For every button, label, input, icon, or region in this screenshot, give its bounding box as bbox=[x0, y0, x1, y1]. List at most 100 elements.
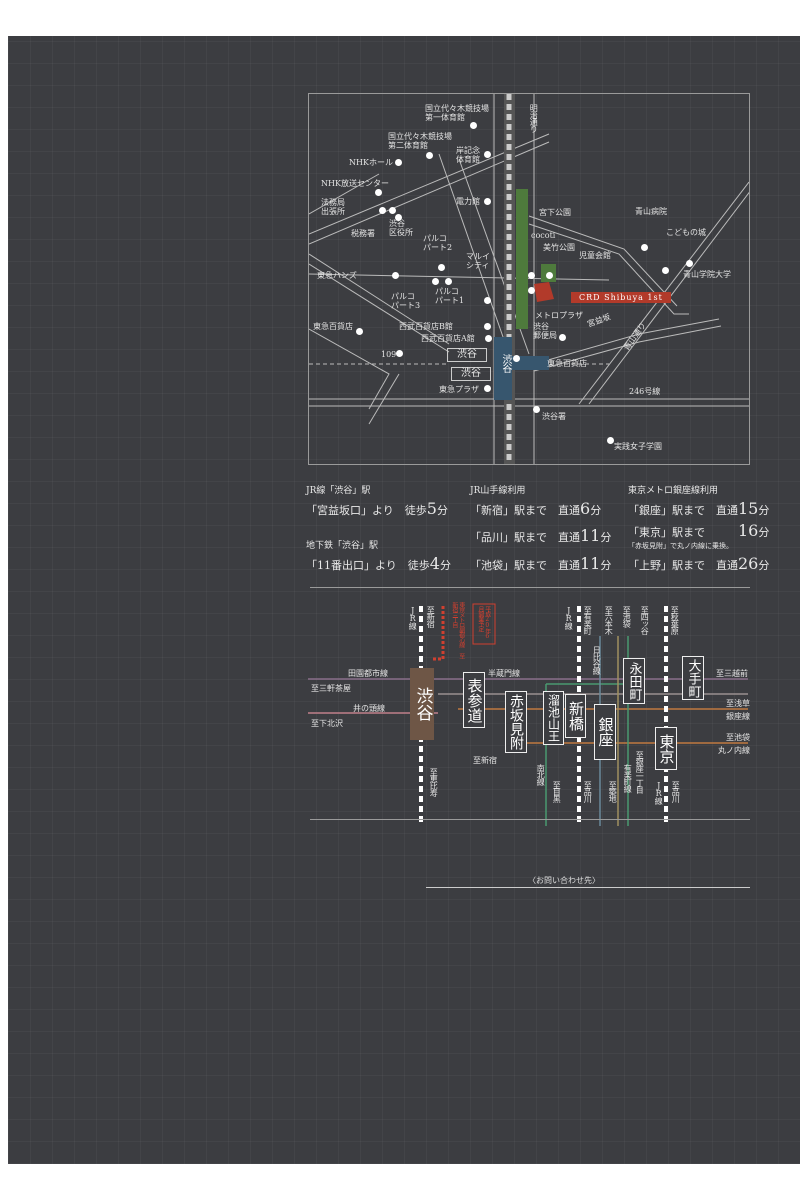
map-label: cocoti bbox=[531, 231, 556, 240]
map-label: パルコ パート3 bbox=[391, 292, 421, 311]
route-label: 至四ッ谷 bbox=[640, 606, 650, 634]
access-row: 「品川」駅まで 直通11分 bbox=[470, 526, 612, 545]
route-label: 至目黒 bbox=[552, 781, 562, 802]
access-row: 「宮益坂口」より 徒歩5分 bbox=[306, 499, 448, 518]
poi-marker-icon bbox=[533, 406, 540, 413]
map-roads bbox=[309, 94, 749, 464]
poi-marker-icon bbox=[395, 214, 402, 221]
poi-marker-icon bbox=[686, 260, 693, 267]
access-title: 東京メトロ銀座線利用 bbox=[628, 486, 719, 496]
route-label: 至池袋 bbox=[726, 733, 750, 742]
route-label: 至秋葉原 bbox=[670, 606, 680, 634]
route-label: 井の頭線 bbox=[353, 704, 385, 713]
route-label: 至六本木 bbox=[604, 606, 614, 634]
poi-marker-icon bbox=[484, 323, 491, 330]
contact-divider bbox=[426, 887, 750, 888]
route-label: 至新宿 bbox=[473, 756, 497, 765]
route-label: 銀座線 bbox=[726, 712, 750, 721]
station-omotesando: 表参道 bbox=[463, 672, 485, 728]
map-label: メトロプラザ bbox=[535, 311, 583, 320]
poi-marker-icon bbox=[513, 355, 520, 362]
route-label: 至恵比寿 bbox=[429, 768, 439, 796]
map-label: 246号線 bbox=[629, 387, 661, 396]
map-label: 岸記念 体育館 bbox=[456, 146, 480, 165]
map-label: 児童会館 bbox=[579, 251, 611, 260]
poi-marker-icon bbox=[470, 122, 477, 129]
station-tameike-sanno: 溜池山王 bbox=[543, 691, 564, 745]
access-note: 「赤坂見附」で丸ノ内線に乗換。 bbox=[628, 542, 733, 550]
map-label: 国立代々木競技場 第一体育館 bbox=[425, 104, 489, 123]
brochure-page: 国立代々木競技場 第一体育館 国立代々木競技場 第二体育館 NHKホール NHK… bbox=[8, 36, 800, 1164]
map-label: 東急プラザ bbox=[439, 385, 479, 394]
poi-marker-icon bbox=[389, 207, 396, 214]
poi-marker-icon bbox=[438, 264, 445, 271]
map-label: マルイ シティ bbox=[466, 252, 490, 271]
access-row: 「銀座」駅まで 直通15分 bbox=[628, 499, 770, 518]
access-row: 「上野」駅まで 直通26分 bbox=[628, 554, 770, 573]
route-label: 至品川 bbox=[583, 781, 593, 802]
poi-marker-icon bbox=[356, 328, 363, 335]
map-label: 西武百貨店B館 bbox=[399, 322, 453, 331]
station-shimbashi: 新橋 bbox=[565, 694, 586, 738]
map-label: 渋谷署 bbox=[542, 412, 566, 421]
access-title: JR線「渋谷」駅 bbox=[306, 486, 371, 496]
shibuya-station-label: 渋谷 bbox=[500, 354, 511, 372]
jr-shibuya-label: 渋谷 bbox=[447, 348, 487, 362]
poi-marker-icon bbox=[395, 159, 402, 166]
poi-marker-icon bbox=[432, 278, 439, 285]
map-label: 渋谷 郵便局 bbox=[533, 322, 557, 341]
route-label: 有楽町線 bbox=[623, 764, 633, 792]
access-title: 地下鉄「渋谷」駅 bbox=[306, 541, 379, 551]
poi-marker-icon bbox=[662, 267, 669, 274]
route-label: 至三軒茶屋 bbox=[311, 684, 351, 693]
route-map: 渋谷 表参道 赤坂見附 溜池山王 新橋 銀座 永田町 東京 大手町 JR線 至新… bbox=[308, 596, 758, 826]
map-label: 渋谷 区役所 bbox=[389, 219, 413, 238]
route-label: 田園都市線 bbox=[348, 669, 388, 678]
map-label: 税務署 bbox=[351, 229, 375, 238]
divider bbox=[310, 819, 750, 820]
poi-marker-icon bbox=[396, 350, 403, 357]
access-row: 「池袋」駅まで 直通11分 bbox=[470, 554, 612, 573]
access-row: 「新宿」駅まで 直通6分 bbox=[470, 499, 602, 518]
route-label: 平成20年6月開業予定 bbox=[476, 606, 491, 639]
poi-marker-icon bbox=[484, 385, 491, 392]
map-label: 法務局 出張所 bbox=[321, 198, 345, 217]
access-title: JR山手線利用 bbox=[470, 486, 526, 496]
route-label: 半蔵門線 bbox=[488, 669, 520, 678]
map-label: NHK放送センター bbox=[321, 179, 389, 188]
station-nagatacho: 永田町 bbox=[623, 658, 645, 704]
map-label: NHKホール bbox=[349, 158, 393, 167]
route-label: 日比谷線 bbox=[592, 646, 602, 674]
station-shibuya: 渋谷 bbox=[410, 668, 434, 740]
route-label: 至新宿 bbox=[426, 606, 436, 627]
poi-marker-icon bbox=[641, 244, 648, 251]
poi-marker-icon bbox=[528, 272, 535, 279]
route-label: JR線 bbox=[564, 606, 574, 629]
map-label: パルコ パート1 bbox=[435, 287, 465, 306]
contact-heading: 〈お問い合わせ先〉 bbox=[528, 876, 600, 885]
route-label: 南北線 bbox=[536, 764, 546, 785]
poi-marker-icon bbox=[484, 198, 491, 205]
station-akasaka-mitsuke: 赤坂見附 bbox=[505, 691, 527, 753]
map-label: 宮下公園 bbox=[539, 208, 571, 217]
route-label: 至築地 bbox=[608, 781, 618, 802]
route-label: 至池袋 bbox=[622, 606, 632, 627]
route-label: 至下北沢 bbox=[311, 719, 343, 728]
poi-marker-icon bbox=[485, 335, 492, 342]
poi-marker-icon bbox=[392, 272, 399, 279]
poi-marker-icon bbox=[379, 207, 386, 214]
map-label: こどもの城 bbox=[666, 228, 706, 237]
poi-marker-icon bbox=[375, 189, 382, 196]
route-label: 東京メトロ副都心線 至新宿三丁目 bbox=[450, 602, 465, 658]
poi-marker-icon bbox=[484, 297, 491, 304]
route-label: 至三越前 bbox=[716, 669, 748, 678]
route-label: JR線 bbox=[654, 781, 664, 804]
poi-marker-icon bbox=[559, 334, 566, 341]
poi-marker-icon bbox=[426, 152, 433, 159]
divider bbox=[310, 587, 750, 588]
map-label: 国立代々木競技場 第二体育館 bbox=[388, 132, 452, 151]
subway-shibuya-label: 渋谷 bbox=[451, 367, 491, 381]
route-label: 至銀座一丁目 bbox=[635, 751, 645, 793]
station-tokyo: 東京 bbox=[655, 727, 677, 770]
route-label: JR線 bbox=[408, 606, 418, 629]
